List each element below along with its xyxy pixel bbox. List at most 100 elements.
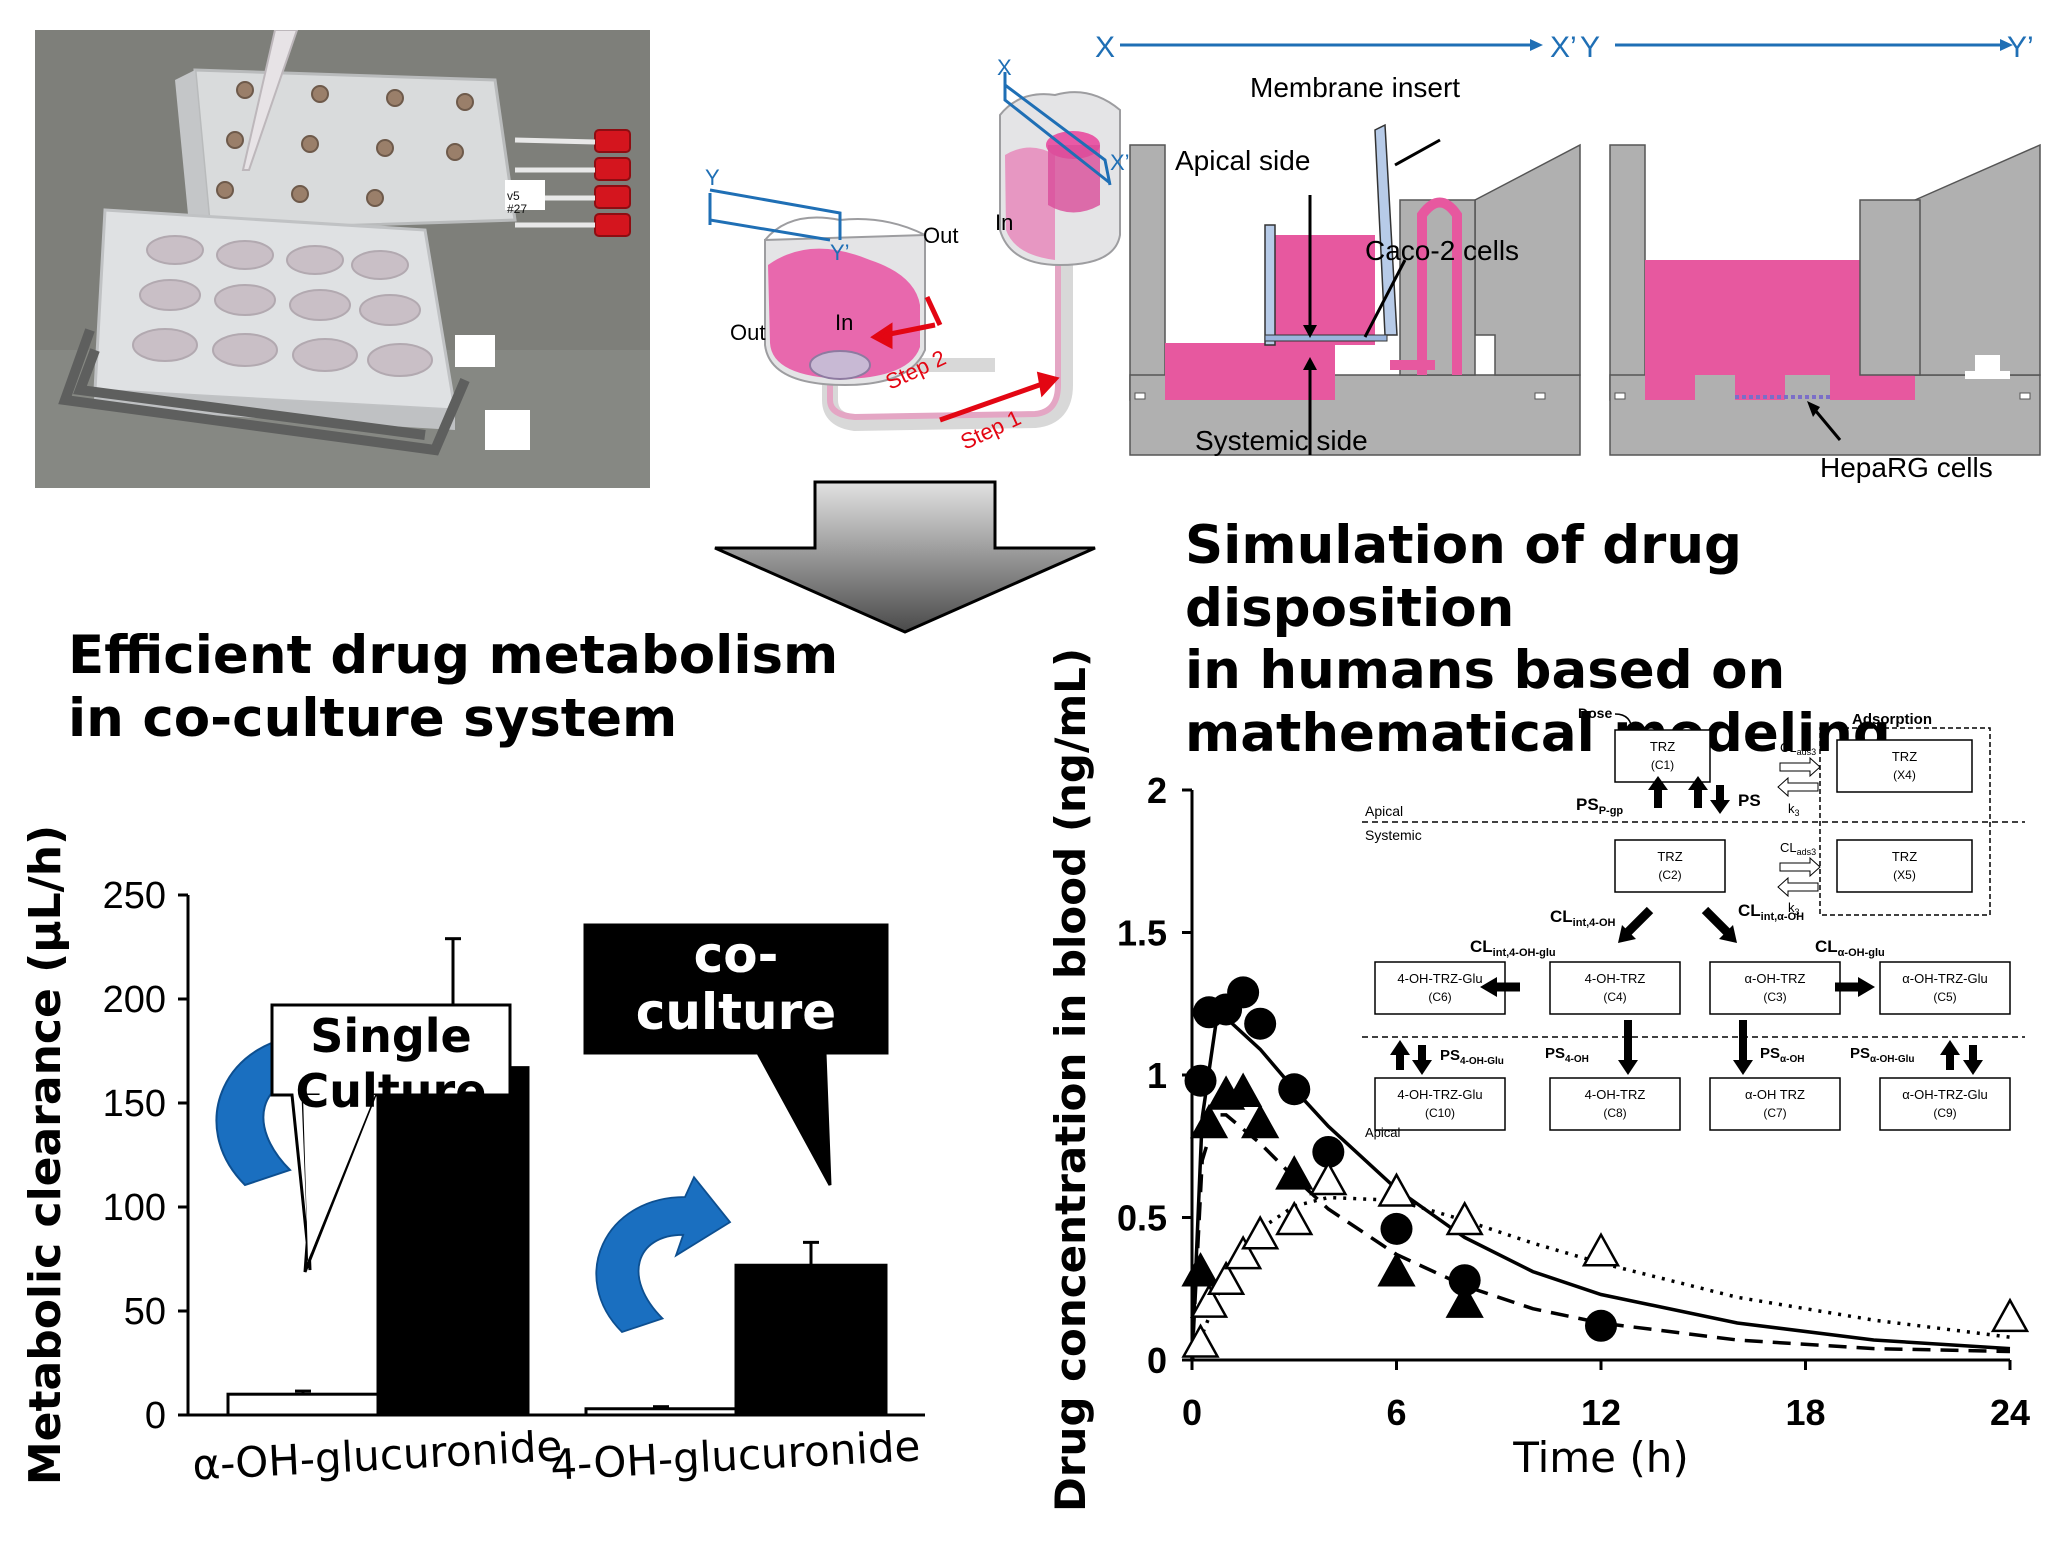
model-box-id: (X4)	[1893, 768, 1916, 782]
model-box-frame	[1549, 961, 1681, 1015]
data-point-triangle	[1181, 1323, 1220, 1358]
data-point-triangle	[1241, 1103, 1280, 1139]
model-box-frame	[1549, 1077, 1681, 1131]
model-box: α-OH-TRZ-Glu (C9)	[1879, 1077, 2011, 1131]
data-point-triangle	[1275, 1200, 1314, 1236]
model-box: α-OH TRZ (C7)	[1709, 1077, 1841, 1131]
section-y-drawing	[1609, 143, 2041, 456]
data-point-triangle	[1990, 1297, 2030, 1333]
photo-tag-text: v5#27	[507, 189, 527, 216]
ps-aoh-label: PSα-OH	[1760, 1045, 1805, 1065]
single-culture-text: Single	[310, 1009, 472, 1063]
model-box-name: α-OH-TRZ-Glu	[1902, 1087, 1988, 1102]
bar	[226, 1392, 380, 1417]
model-box-id: (C10)	[1425, 1106, 1455, 1120]
model-box-frame	[1709, 1077, 1841, 1131]
data-point-triangle	[1445, 1200, 1484, 1236]
iso-y-label: Y	[705, 165, 720, 190]
data-point-triangle	[1206, 1260, 1246, 1296]
data-point-circle	[1184, 1064, 1217, 1097]
model-box-name: TRZ	[1657, 849, 1682, 864]
iso-y-prime-label: Y’	[830, 240, 850, 265]
model-box-name: α-OH TRZ	[1745, 1087, 1805, 1102]
membrane-insert-label: Membrane insert	[1250, 72, 1460, 103]
apical-bottom-label: Apical	[1365, 1125, 1401, 1140]
y-tick-label: 2	[1147, 770, 1167, 811]
co-culture-text: culture	[636, 983, 836, 1041]
data-point-triangle	[1377, 1252, 1416, 1287]
model-box-name: 4-OH-TRZ	[1585, 971, 1646, 986]
co-culture-text: co-	[694, 926, 779, 984]
category-label: α-OH-glucuronide	[191, 1421, 563, 1489]
cl-aohglu-label: CLα-OH-glu	[1815, 937, 1885, 959]
data-point-triangle	[1445, 1283, 1484, 1318]
iso-out-left: Out	[730, 320, 765, 345]
cl-ads3-top: CLads3	[1780, 740, 1816, 757]
x-tick-label: 0	[1182, 1392, 1202, 1433]
compartment-model: Adsorption Apical Systemic Dose TRZ(C1)T…	[1362, 705, 2025, 1140]
k3-top: k3	[1788, 801, 1800, 818]
model-box-frame	[1709, 961, 1841, 1015]
x-axis-title: Time (h)	[1512, 1433, 1689, 1482]
cross-sections: X X’ Y Y’ Membrane insert	[1095, 31, 2041, 483]
curved-arrow	[595, 1175, 732, 1334]
x-tick-label: 24	[1990, 1392, 2030, 1433]
y-tick-label: 0	[145, 1395, 166, 1437]
section-x-drawing	[1129, 123, 1581, 456]
model-box-id: (C3)	[1763, 990, 1786, 1004]
data-point-triangle	[1181, 1252, 1220, 1287]
callout-tail-fill	[303, 1095, 375, 1260]
adsorption-region	[1819, 727, 1991, 916]
bar	[376, 1066, 530, 1417]
apical-side-label: Apical side	[1175, 145, 1310, 176]
model-box-id: (C4)	[1603, 990, 1626, 1004]
model-box-id: (C9)	[1933, 1106, 1956, 1120]
model-box-id: (C5)	[1933, 990, 1956, 1004]
data-point-circle	[1227, 976, 1260, 1009]
ps-aohglu-label: PSα-OH-Glu	[1850, 1045, 1915, 1065]
cl-int-4ohglu-label: CLint,4-OH-glu	[1470, 937, 1556, 959]
y-tick-label: 1.5	[1117, 913, 1167, 954]
section-x-label: X	[1095, 31, 1115, 64]
y-tick-label: 200	[103, 979, 166, 1021]
model-curve-dashed	[1190, 1113, 2011, 1361]
ps-4ohglu-label: PS4-OH-Glu	[1440, 1047, 1504, 1067]
cl-ads3-bottom: CLads3	[1780, 840, 1816, 857]
y-tick-label: 100	[103, 1187, 166, 1229]
model-box-name: 4-OH-TRZ	[1585, 1087, 1646, 1102]
model-box-name: TRZ	[1892, 749, 1917, 764]
heparg-cells-label: HepaRG cells	[1820, 452, 1993, 483]
model-box-frame	[1374, 1077, 1506, 1131]
cl-int-aoh-label: CLint,α-OH	[1738, 901, 1804, 923]
model-box: TRZ (X4)	[1836, 739, 1973, 793]
model-box-id: (C6)	[1428, 990, 1451, 1004]
model-box-id: (C7)	[1763, 1106, 1786, 1120]
caco2-cells-label: Caco-2 cells	[1365, 235, 1519, 266]
single-culture-text: Culture	[296, 1064, 487, 1118]
apical-top-label: Apical	[1365, 803, 1403, 819]
y-axis-title: Metabolic clearance (µL/h)	[20, 825, 71, 1485]
data-point-triangle	[1581, 1232, 1621, 1267]
systemic-label: Systemic	[1365, 827, 1422, 843]
data-point-triangle	[1224, 1234, 1263, 1270]
data-point-circle	[1448, 1264, 1481, 1297]
model-box-frame	[1879, 1077, 2011, 1131]
cl-int-4oh-label: CLint,4-OH	[1550, 907, 1616, 929]
model-box-name: TRZ	[1892, 849, 1917, 864]
model-box-id: (C2)	[1658, 868, 1681, 882]
adsorption-label: Adsorption	[1852, 711, 1932, 728]
ps-label: PS	[1738, 791, 1761, 810]
bar	[734, 1263, 888, 1417]
y-tick-label: 250	[103, 875, 166, 917]
model-box-name: α-OH-TRZ	[1745, 971, 1806, 986]
model-box-name: α-OH-TRZ-Glu	[1902, 971, 1988, 986]
model-box-frame	[1836, 739, 1973, 793]
data-point-triangle	[1189, 1283, 1229, 1318]
category-label: 4-OH-glucuronide	[549, 1421, 921, 1489]
model-box-frame	[1879, 961, 2011, 1015]
iso-out-right: Out	[923, 223, 958, 248]
model-box-name: 4-OH-TRZ-Glu	[1397, 971, 1482, 986]
model-box-frame	[1836, 839, 1973, 893]
